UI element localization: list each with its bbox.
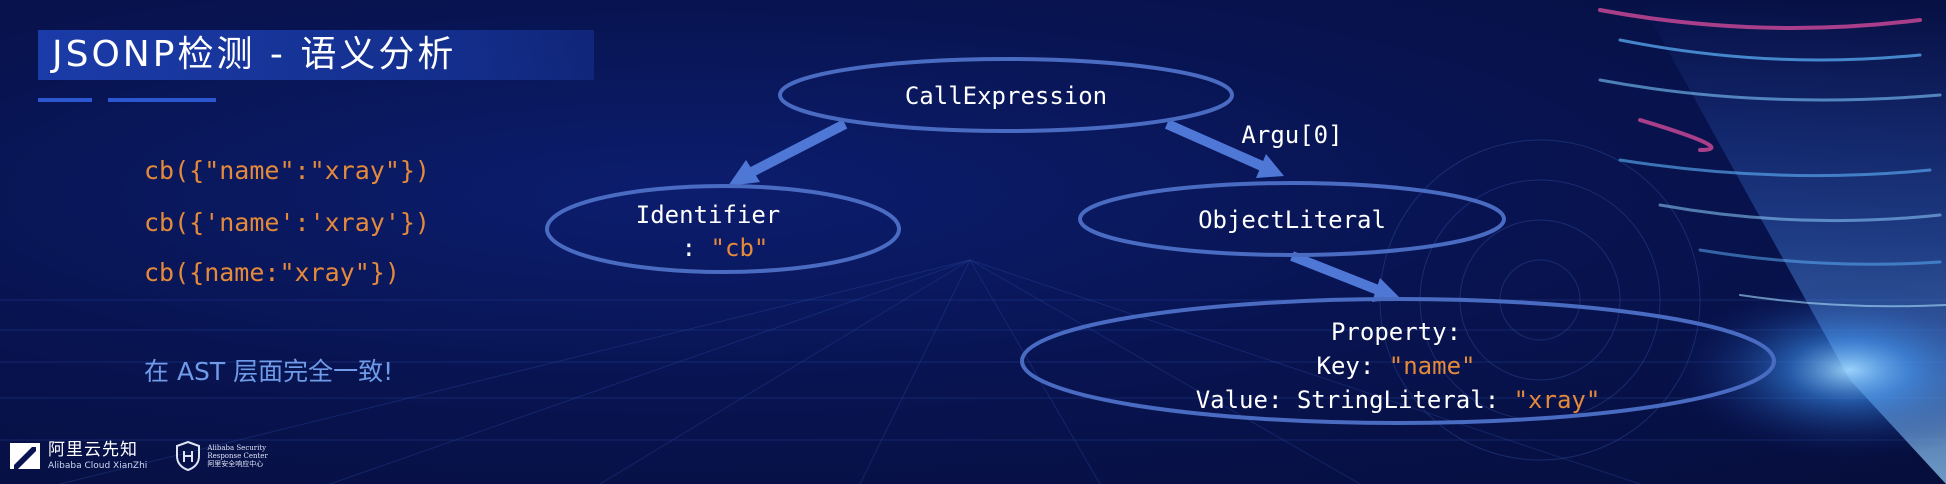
property-value-prefix: Value: StringLiteral: — [1196, 386, 1514, 414]
title-underline-long — [108, 98, 216, 102]
asrc-logo-line1: Alibaba Security — [207, 443, 267, 452]
identifier-value-prefix: : — [682, 234, 711, 262]
code-line-1: cb({"name":"xray"}) — [144, 156, 430, 185]
identifier-label: Identifier — [636, 201, 781, 229]
node-property-ellipse — [1020, 297, 1776, 425]
ast-note: 在 AST 层面完全一致! — [144, 357, 394, 386]
asrc-logo-line2: Response Center — [207, 451, 268, 460]
footer-logos: 阿里云先知 Alibaba Cloud XianZhi Alibaba Secu… — [10, 438, 268, 474]
xianzhi-logo-icon — [10, 443, 40, 469]
property-label: Property: — [1331, 318, 1461, 346]
property-value-line: Value: StringLiteral: "xray" — [1196, 386, 1601, 414]
asrc-logo: Alibaba Security Response Center 阿里安全响应中… — [175, 441, 268, 471]
argument-edge-label: Argu[0] — [1241, 121, 1342, 149]
title-background — [38, 30, 594, 80]
node-objectliteral-ellipse — [1078, 181, 1506, 257]
code-line-3: cb({name:"xray"}) — [144, 258, 400, 287]
identifier-value: "cb" — [711, 234, 769, 262]
xianzhi-logo-text: 阿里云先知 — [48, 439, 138, 460]
node-callexpression-ellipse — [778, 57, 1234, 133]
arrow-objectliteral-to-property — [1290, 251, 1400, 302]
code-line-2: cb({'name':'xray'}) — [144, 208, 430, 237]
title-underline-short — [38, 98, 92, 102]
property-key-prefix: Key: — [1317, 352, 1389, 380]
slide-title: JSONP检测 - 语义分析 — [52, 34, 457, 75]
shield-icon — [176, 441, 201, 471]
arrow-call-to-objectliteral — [1164, 119, 1284, 178]
objectliteral-label: ObjectLiteral — [1198, 206, 1386, 234]
xianzhi-logo-subtext: Alibaba Cloud XianZhi — [48, 460, 148, 471]
identifier-value-line: : "cb" — [682, 234, 769, 262]
arrow-call-to-identifier — [728, 119, 848, 186]
xianzhi-logo: 阿里云先知 Alibaba Cloud XianZhi — [10, 439, 148, 471]
property-value-value: "xray" — [1514, 386, 1601, 414]
callexpression-label: CallExpression — [905, 82, 1107, 110]
property-key-line: Key: "name" — [1317, 352, 1476, 380]
asrc-logo-line3: 阿里安全响应中心 — [207, 460, 264, 469]
node-identifier-ellipse — [545, 184, 901, 274]
property-key-value: "name" — [1389, 352, 1476, 380]
